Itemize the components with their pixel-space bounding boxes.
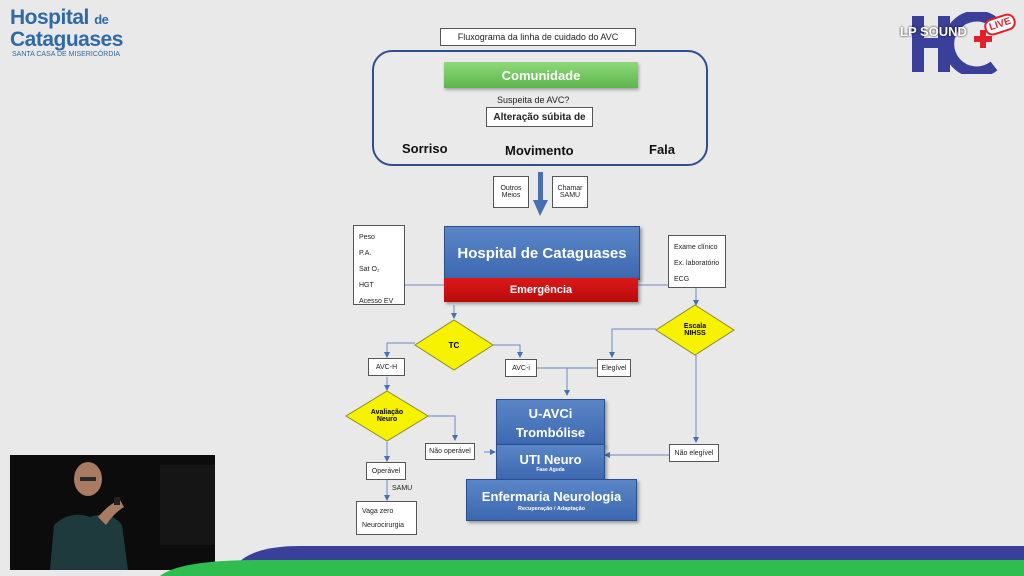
sign-smile: Sorriso (402, 141, 448, 156)
neuro-eval-label: Avaliação Neuro (345, 390, 429, 442)
uti-label: UTI Neuro (519, 451, 582, 467)
ward-label: Enfermaria Neurologia (481, 488, 622, 504)
uavci-line1: U-AVCi (528, 405, 573, 421)
uavci-line2: Trombólise (515, 424, 586, 440)
not-eligible-box: Não elegível (669, 444, 719, 462)
nihss-line2: NIHSS (684, 330, 706, 337)
operable-box: Operável (366, 462, 406, 480)
exam-ecg: ECG (674, 276, 690, 283)
hospital-box: Hospital de Cataguases (444, 226, 640, 280)
sign-speech: Fala (649, 142, 676, 157)
lp-sound-label: LP SOUND (900, 24, 967, 39)
presenter-video (10, 455, 215, 570)
zero-vacancy: Vaga zero (362, 508, 394, 515)
neuro-eval-line2: Neuro (376, 416, 398, 423)
neurosurgery: Neurocirurgia (362, 522, 405, 529)
vitals-box: Peso P.A. Sat O₂ HGT Acesso EV (353, 225, 405, 305)
sign-movement: Movimento (505, 143, 574, 158)
neuro-eval-line1: Avaliação (370, 409, 404, 416)
logo-line1: Hospital (10, 6, 89, 29)
nihss-line1: Escala (683, 323, 707, 330)
ward-box: Enfermaria Neurologia Recuperação / Adap… (466, 479, 637, 521)
avch-box: AVC-H (368, 358, 405, 376)
call-samu-line1: Chamar (557, 185, 583, 192)
uavci-box: U-AVCi Trombólise (496, 399, 605, 446)
nihss-label: Escala NIHSS (655, 304, 735, 356)
nihss-diamond (655, 304, 735, 356)
eligible-box: Elegível (597, 359, 631, 377)
other-means-line2: Meios (501, 192, 521, 199)
flow-title: Fluxograma da linha de cuidado do AVC (440, 28, 636, 46)
not-operable-box: Não operável (425, 443, 475, 460)
logo-line2: Cataguases (10, 28, 123, 51)
hc-logo-icon (912, 12, 998, 74)
emergency-box: Emergência (444, 278, 638, 302)
sudden-change-box: Alteração súbita de (486, 107, 593, 127)
vital-access: Acesso EV (359, 298, 394, 305)
community-box: Comunidade (444, 62, 638, 88)
uti-box: UTI Neuro Fase Aguda (496, 444, 605, 480)
presenter-image (10, 455, 215, 570)
avci-box: AVC-i (505, 359, 537, 377)
exam-lab: Ex. laboratório (674, 260, 720, 267)
call-samu-box: Chamar SAMU (552, 176, 588, 208)
uti-sub: Fase Aguda (536, 466, 565, 473)
other-means-line1: Outros (500, 185, 522, 192)
call-samu-line2: SAMU (559, 192, 581, 199)
logo-hospital: Hospital de (10, 6, 109, 30)
surgery-box: Vaga zero Neurocirurgia (356, 501, 417, 535)
suspicion-label: Suspeita de AVC? (497, 95, 570, 105)
neuro-eval-diamond (345, 390, 429, 442)
exam-clinical: Exame clínico (674, 244, 718, 251)
bottom-decoration (160, 546, 1024, 576)
vital-bp: P.A. (359, 250, 372, 257)
exams-box: Exame clínico Ex. laboratório ECG (668, 235, 726, 288)
ward-sub: Recuperação / Adaptação (517, 505, 586, 512)
vital-hgt: HGT (359, 282, 374, 289)
tc-label: TC (448, 340, 460, 350)
vital-sat: Sat O₂ (359, 266, 380, 273)
tc-diamond (414, 319, 494, 371)
samu-label: SAMU (392, 485, 413, 492)
logo-line1-de: de (94, 12, 109, 27)
vital-weight: Peso (359, 234, 375, 241)
logo-subtitle: SANTA CASA DE MISERICÓRDIA (12, 51, 121, 58)
other-means-box: Outros Meios (493, 176, 529, 208)
